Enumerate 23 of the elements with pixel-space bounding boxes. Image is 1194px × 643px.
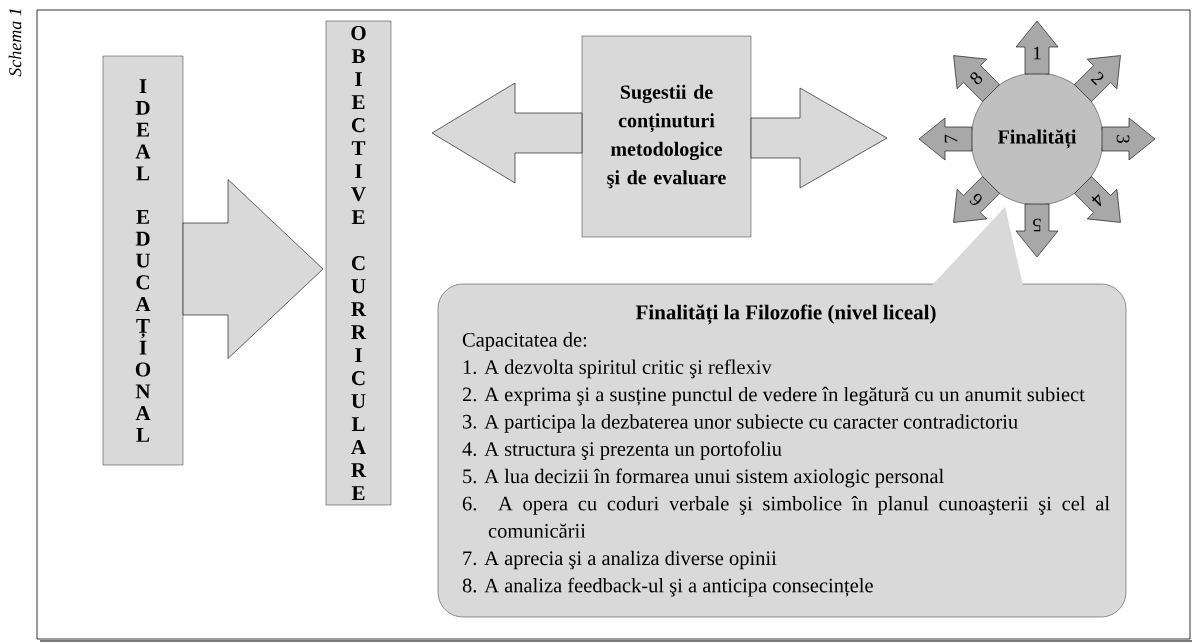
vertical-text-box: IDEAL EDUCAȚIONAL: [102, 55, 184, 466]
caption: Schema 1: [8, 9, 22, 77]
arrow-label: 1: [1031, 46, 1043, 60]
block-arrow: [431, 82, 583, 184]
vertical-text-box: OBIECTIVE CURRICULARE: [325, 20, 392, 506]
arrow-label: 5: [1031, 218, 1043, 232]
arrow: [953, 55, 1000, 102]
arrow: [1015, 203, 1059, 258]
arrow: [1101, 117, 1156, 161]
block-arrow: [182, 179, 324, 359]
arrow-label: 8: [967, 69, 985, 87]
arrow: [1074, 176, 1121, 223]
arrow: [1015, 20, 1059, 75]
arrow: [953, 176, 1000, 223]
arrow-label: 4: [1089, 191, 1107, 209]
block-arrow: [750, 87, 888, 189]
arrow-label: 2: [1089, 69, 1107, 87]
arrow: [1074, 55, 1121, 102]
arrow-label: 6: [967, 191, 985, 209]
arrow-label: 3: [1116, 133, 1130, 145]
text-box: Sugestii de conținuturi metodologice şi de evaluare: [581, 35, 752, 238]
arrow: [918, 117, 973, 161]
arrow-label: 7: [944, 133, 958, 145]
